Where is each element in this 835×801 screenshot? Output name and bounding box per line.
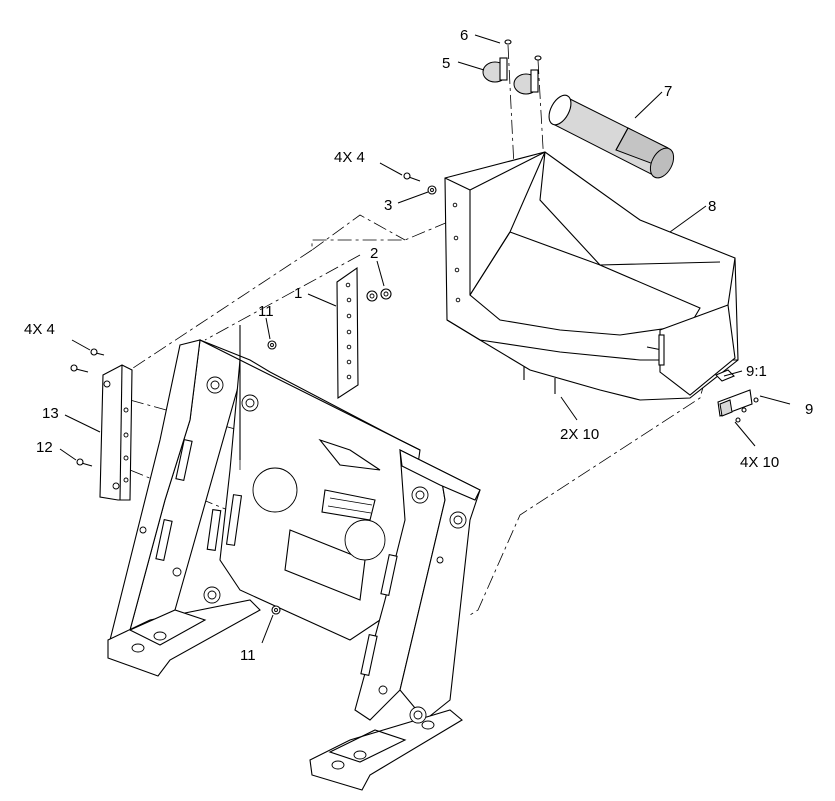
callout-3: 3 [384,197,392,214]
callout-9-1: 9:1 [746,363,767,380]
callout-11-upper: 11 [258,303,274,320]
callout-13: 13 [42,405,59,422]
callout-2x10: 2X 10 [560,426,599,443]
screws-6 [504,39,542,61]
side-bracket-13 [99,364,133,501]
callout-2: 2 [370,245,378,262]
plate-1 [336,266,359,400]
bolts-3-4 [403,172,437,195]
callout-5: 5 [442,55,450,72]
callout-4x4-left: 4X 4 [24,321,55,338]
screw-12 [76,458,93,467]
callout-4x10: 4X 10 [740,454,779,471]
callout-4x4-upper: 4X 4 [334,149,365,166]
nuts-2 [366,288,392,302]
nut-11-lower [271,605,281,615]
nut-11-upper [267,340,277,350]
callout-8: 8 [708,198,716,215]
screws-4-left [70,348,105,373]
base-frame [107,339,481,791]
callouts: 6 5 7 4X 4 3 8 2 1 11 4X 4 13 12 9:1 9 2… [24,27,813,664]
callout-7: 7 [664,83,672,100]
callout-6: 6 [460,27,468,44]
leader-lines [59,34,791,644]
hopper-tray-8 [444,151,739,401]
callout-12: 12 [36,439,53,456]
roll-holders-5 [482,57,539,95]
callout-1: 1 [294,285,302,302]
roll-7 [548,94,675,179]
callout-9: 9 [805,401,813,418]
callout-11-lower: 11 [240,647,256,664]
